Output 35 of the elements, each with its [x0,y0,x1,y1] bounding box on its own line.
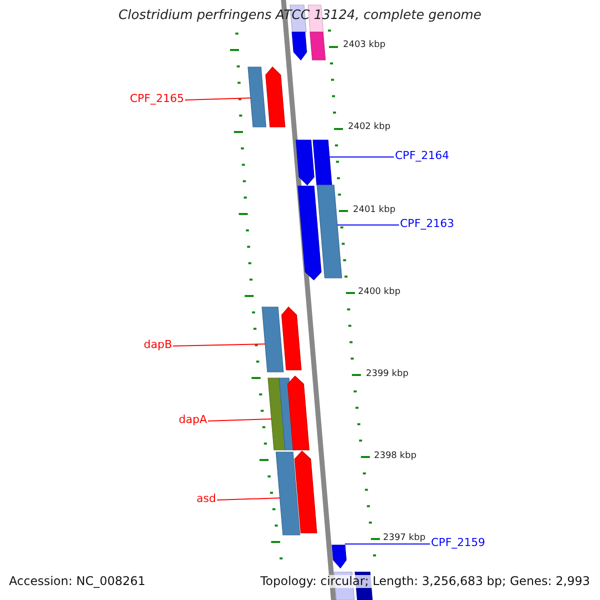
gene-label: dapA [178,414,207,426]
gene-bar [268,378,286,450]
gene-bar [281,306,302,370]
gene-bar [316,184,342,278]
gene-label: CPF_2163 [400,218,454,230]
leader-line [208,418,272,422]
scale-label: 2403 kbp [343,41,386,51]
scale-label: 2400 kbp [358,288,400,298]
leader-line [172,344,266,346]
gene-bar [294,450,318,534]
gene-bar [332,544,347,568]
gene-label: asd [196,493,216,506]
accession-text: Accession: NC_008261 [9,575,146,588]
gene-label: CPF_2164 [395,150,450,162]
gene-bar [265,66,286,128]
gene-label: dapB [144,339,172,352]
leader-line [184,98,252,100]
genome-summary-text: Topology: circular; Length: 3,256,683 bp; Genes: 2,993 [260,575,590,588]
gene-label: CPF_2165 [130,93,184,106]
title: Clostridium perfringens ATCC 13124, complete genome [118,9,482,24]
scale-label: 2399 kbp [366,370,408,380]
gene-bar [262,306,284,372]
leader-line [216,498,280,500]
leader-line [328,156,394,158]
scale-label: 2401 kbp [353,206,396,216]
scale-label: 2398 kbp [374,452,416,462]
gene-label: CPF_2159 [431,537,486,550]
leader-line [336,224,400,226]
scale-label: 2397 kbp [383,534,426,544]
scale-label: 2402 kbp [348,123,390,133]
gene-bar [276,452,300,536]
gene-bar [296,140,314,186]
gene-bar [287,376,310,450]
gene-bar [312,140,332,186]
gene-bar [248,66,266,128]
